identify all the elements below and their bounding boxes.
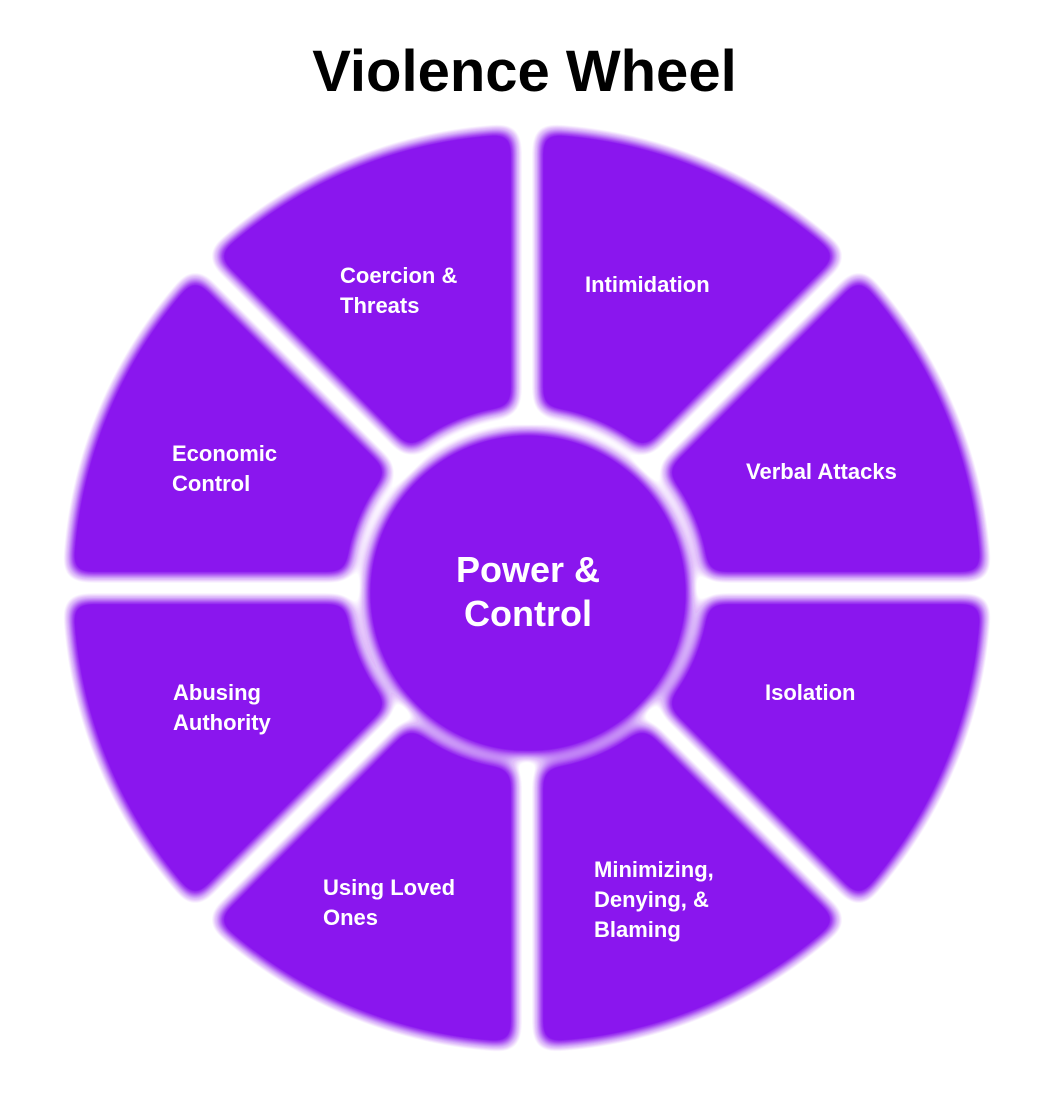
wheel-segment-coercion: [214, 132, 513, 452]
segment-label-abusing-authority: Abusing Authority: [173, 680, 271, 735]
center-hub: [368, 433, 688, 753]
center-label-power-control: Power & Control: [455, 549, 601, 634]
wheel-segment-verbal: [663, 275, 983, 574]
segment-label-minimizing-denying-blaming: Minimizing, Denying, & Blaming: [594, 857, 714, 942]
segment-label-using-loved-ones: Using Loved Ones: [323, 875, 456, 930]
diagram-title: Violence Wheel: [312, 39, 737, 104]
wheel-segment-abusing: [71, 602, 391, 901]
wheel-segment-minimizing: [541, 724, 840, 1044]
segment-label-economic-control: Economic Control: [172, 441, 278, 496]
wheel-segment-intimidation: [541, 132, 840, 452]
wheel-segment-using: [214, 724, 513, 1044]
wheel-segment-isolation: [663, 602, 983, 901]
segment-label-intimidation: Intimidation: [585, 272, 710, 297]
segment-label-coercion-threats: Coercion & Threats: [340, 263, 458, 318]
segment-label-isolation: Isolation: [765, 680, 856, 705]
segment-label-verbal-attacks: Verbal Attacks: [746, 459, 897, 484]
wheel-segment-economic: [71, 275, 391, 574]
